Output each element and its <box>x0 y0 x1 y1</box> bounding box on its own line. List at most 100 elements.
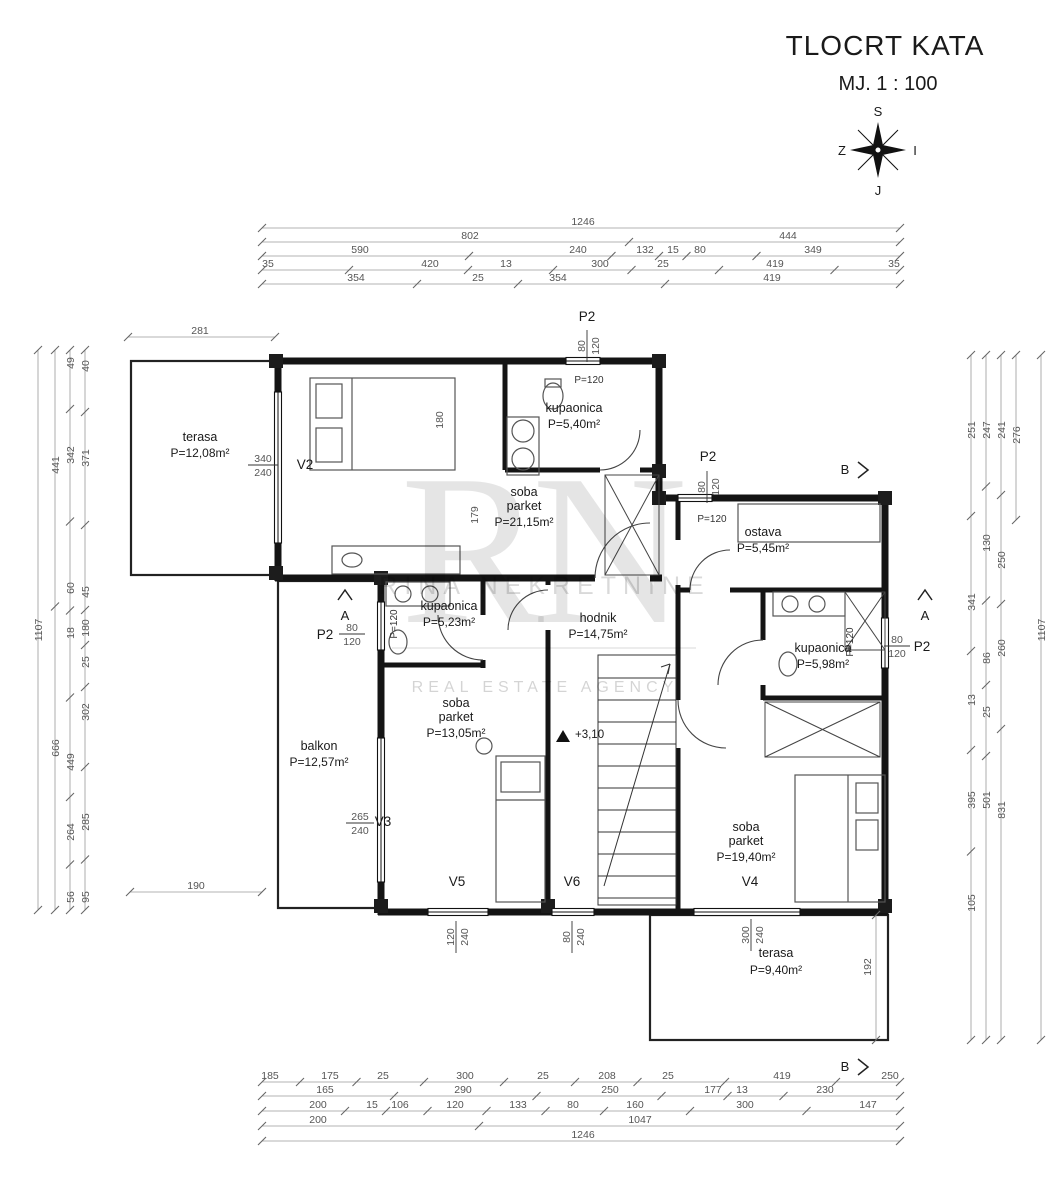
dim-value: 35 <box>888 258 900 270</box>
room-label-ostava: ostava <box>745 525 782 539</box>
dim-value: 192 <box>862 958 874 976</box>
dim-value: 276 <box>1011 426 1023 444</box>
dresser-soba1 <box>331 545 461 575</box>
dim-row-balkon: 190 <box>125 880 267 897</box>
dim-value: 180 <box>434 411 446 429</box>
bathroom3-fixtures <box>772 591 846 677</box>
dim-value: 666 <box>50 739 62 757</box>
dim-value: 190 <box>187 880 205 892</box>
opening-id-v2: V2 <box>297 457 314 472</box>
dim-value: 49 <box>65 357 77 369</box>
dim-value: 419 <box>773 1070 791 1082</box>
compass-west-label: Z <box>838 143 846 158</box>
dim-value: 130 <box>981 534 993 552</box>
compass-rose: S I J Z <box>838 104 917 198</box>
room-area-soba1: P=21,15m² <box>494 515 553 529</box>
dim-value: 25 <box>662 1070 674 1082</box>
dim-value: 200 <box>309 1114 327 1126</box>
dim-value: 1246 <box>571 216 595 228</box>
opening-height: 120 <box>888 648 906 660</box>
room-area-terasa-bottom: P=9,40m² <box>750 963 802 977</box>
watermark-agency-subtitle: REAL ESTATE AGENCY <box>412 679 679 696</box>
opening-height: 120 <box>590 337 602 355</box>
dim-col-left-4: 40 371 45 180 25 302 285 95 <box>80 345 92 915</box>
dim-value: 175 <box>321 1070 339 1082</box>
dim-col-right-2: 247 130 86 25 501 <box>981 350 993 1045</box>
dim-value: 1047 <box>628 1114 652 1126</box>
dim-value: 86 <box>981 652 993 664</box>
bed-soba2 <box>475 737 546 903</box>
room-sub-soba2: parket <box>439 710 474 724</box>
room-label-soba3: soba <box>732 820 759 834</box>
dim-value: 165 <box>316 1084 334 1096</box>
dim-value: 25 <box>981 706 993 718</box>
opening-height: 240 <box>459 928 471 946</box>
dim-value: 133 <box>509 1099 527 1111</box>
opening-id-p2-top: P2 <box>579 309 596 324</box>
room-area-kupaonica2: P=5,23m² <box>423 615 475 629</box>
section-a-arrow-right <box>917 588 933 601</box>
dim-value: 177 <box>704 1084 722 1096</box>
dim-value: 25 <box>80 656 92 668</box>
dim-value: 13 <box>736 1084 748 1096</box>
dim-value: 247 <box>981 421 993 439</box>
dim-value: 240 <box>569 244 587 256</box>
room-label-terasa-bottom: terasa <box>759 946 794 960</box>
dim-row-top-3: 590 240 132 15 80 349 <box>257 244 905 261</box>
dim-value: 106 <box>391 1099 409 1111</box>
section-a-label-right: A <box>921 608 930 623</box>
room-label-kupaonica2: kupaonica <box>421 599 478 613</box>
dim-row-bottom-5: 1246 <box>257 1129 905 1146</box>
window-p2-ostava <box>677 493 713 503</box>
opening-width: 80 <box>346 622 358 634</box>
dim-col-left-1: 1107 <box>33 345 45 915</box>
room-label-terasa-top: terasa <box>183 430 218 444</box>
room-label-soba2: soba <box>442 696 469 710</box>
dim-value: 13 <box>500 258 512 270</box>
room-sub-soba3: parket <box>729 834 764 848</box>
door-swings <box>437 429 764 749</box>
dim-row-top-5: 354 25 354 419 <box>257 272 905 289</box>
opening-id-v3: V3 <box>375 814 392 829</box>
dim-value: 251 <box>966 421 978 439</box>
terrace-bottom-outline <box>648 913 890 1042</box>
page-title: TLOCRT KATA <box>786 30 985 61</box>
parapet-label: P=120 <box>697 514 727 525</box>
bathroom2-fixtures <box>385 581 451 655</box>
title-block: TLOCRT KATA MJ. 1 : 100 <box>786 30 985 95</box>
walls <box>274 357 889 916</box>
stairs <box>597 654 677 906</box>
dim-value: 281 <box>191 325 209 337</box>
watermark-monogram: RN <box>401 430 683 669</box>
opening-id-v5: V5 <box>449 874 466 889</box>
wardrobe-box <box>764 701 881 758</box>
opening-id-p2-right: P2 <box>914 639 931 654</box>
dim-value: 147 <box>859 1099 877 1111</box>
dim-value: 354 <box>347 272 365 284</box>
opening-width: 80 <box>561 931 573 943</box>
dim-row-bottom-1: 185 175 25 300 25 208 25 419 250 <box>257 1070 905 1087</box>
opening-width: 340 <box>254 453 272 465</box>
dim-row-top-2: 802 444 <box>257 230 905 247</box>
room-label-balkon: balkon <box>301 739 338 753</box>
dim-value: 300 <box>456 1070 474 1082</box>
dim-value: 341 <box>966 593 978 611</box>
bathroom1-fixtures <box>506 378 564 476</box>
room-area-balkon: P=12,57m² <box>289 755 348 769</box>
dim-value: 441 <box>50 456 62 474</box>
dim-value: 160 <box>626 1099 644 1111</box>
room-labels: terasa P=12,08m² soba parket P=21,15m² k… <box>170 401 851 977</box>
opening-width: 265 <box>351 811 369 823</box>
dim-value: 80 <box>694 244 706 256</box>
room-area-soba3: P=19,40m² <box>716 850 775 864</box>
parapet-label: P=120 <box>845 627 856 657</box>
window-p2-left <box>376 601 386 651</box>
dim-value: 419 <box>763 272 781 284</box>
dim-value: 200 <box>309 1099 327 1111</box>
opening-height: 120 <box>343 636 361 648</box>
window-v4 <box>693 907 801 917</box>
bed-soba1 <box>309 377 456 471</box>
interior-walls <box>381 361 885 912</box>
dim-row-bottom-4: 200 1047 <box>257 1114 905 1131</box>
dim-value: 395 <box>966 791 978 809</box>
